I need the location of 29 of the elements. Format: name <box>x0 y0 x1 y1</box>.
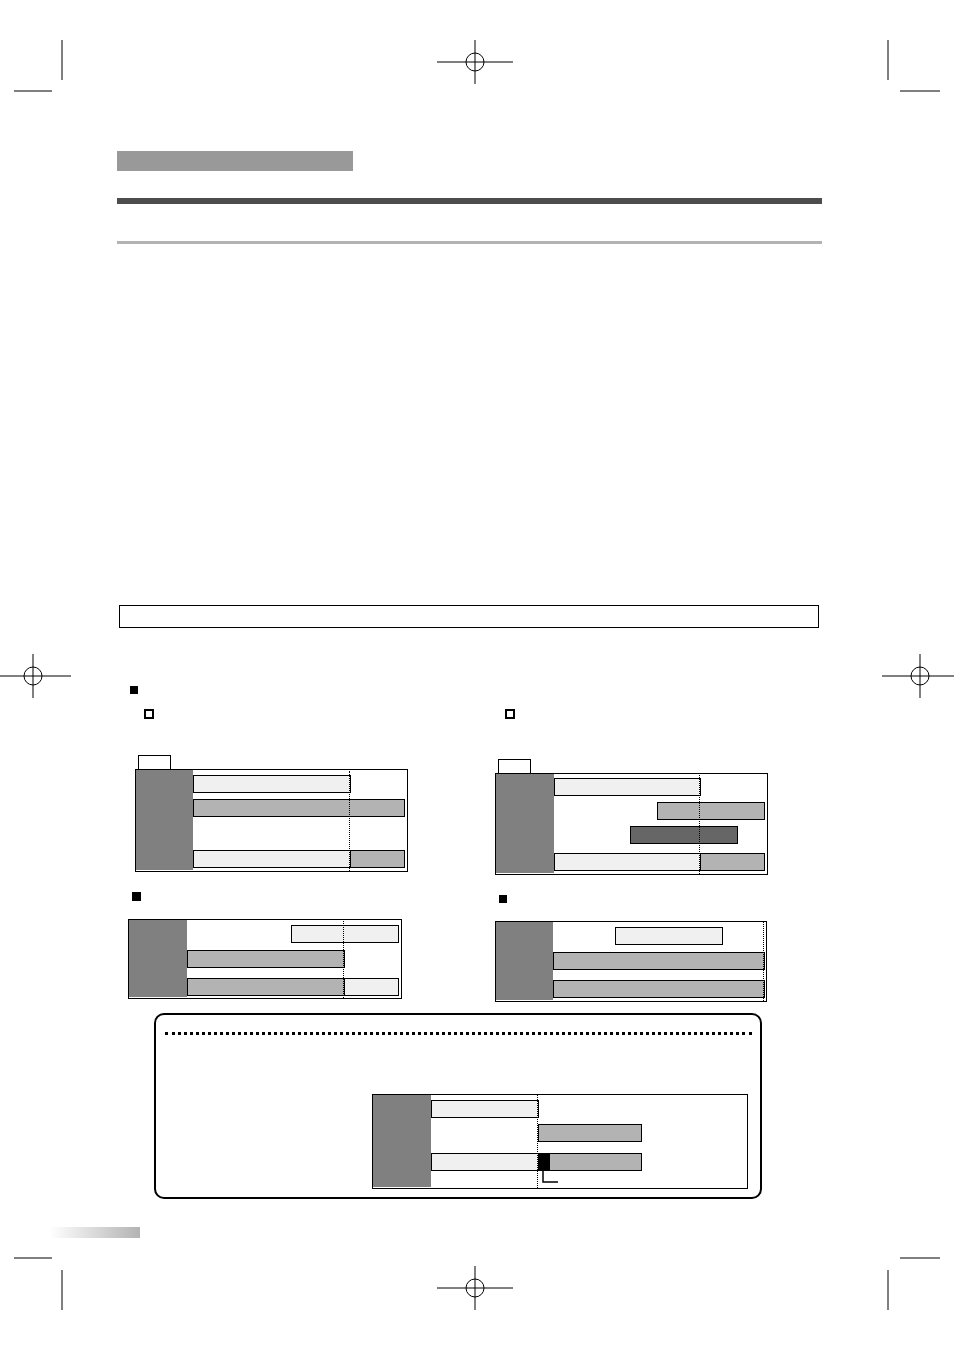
time-bar <box>192 798 405 817</box>
time-bar <box>552 951 765 970</box>
time-bar <box>290 924 399 943</box>
framed-box <box>119 605 819 628</box>
timeline-panel <box>372 1094 748 1189</box>
time-bar <box>186 977 345 996</box>
leader-line <box>542 1170 559 1183</box>
time-bar <box>548 1152 642 1171</box>
time-bar <box>537 1123 642 1142</box>
time-bar <box>656 801 765 820</box>
time-bar <box>614 926 723 945</box>
section-heading-band <box>117 151 353 171</box>
time-bar <box>192 849 351 868</box>
timeline-panel <box>135 769 408 872</box>
time-bar <box>699 852 765 871</box>
time-bar <box>629 825 738 844</box>
time-bar <box>553 777 701 796</box>
time-bar <box>343 977 399 996</box>
time-bar <box>186 949 345 968</box>
timeline-panel <box>495 773 768 875</box>
timeline-panel <box>495 921 767 1002</box>
time-bar <box>349 849 405 868</box>
time-bar <box>192 774 351 793</box>
time-bar <box>430 1099 539 1118</box>
time-bar <box>553 852 701 871</box>
time-bar <box>430 1152 539 1171</box>
time-bar <box>552 979 765 998</box>
timeline-panel <box>128 919 402 999</box>
note-box <box>154 1013 762 1199</box>
